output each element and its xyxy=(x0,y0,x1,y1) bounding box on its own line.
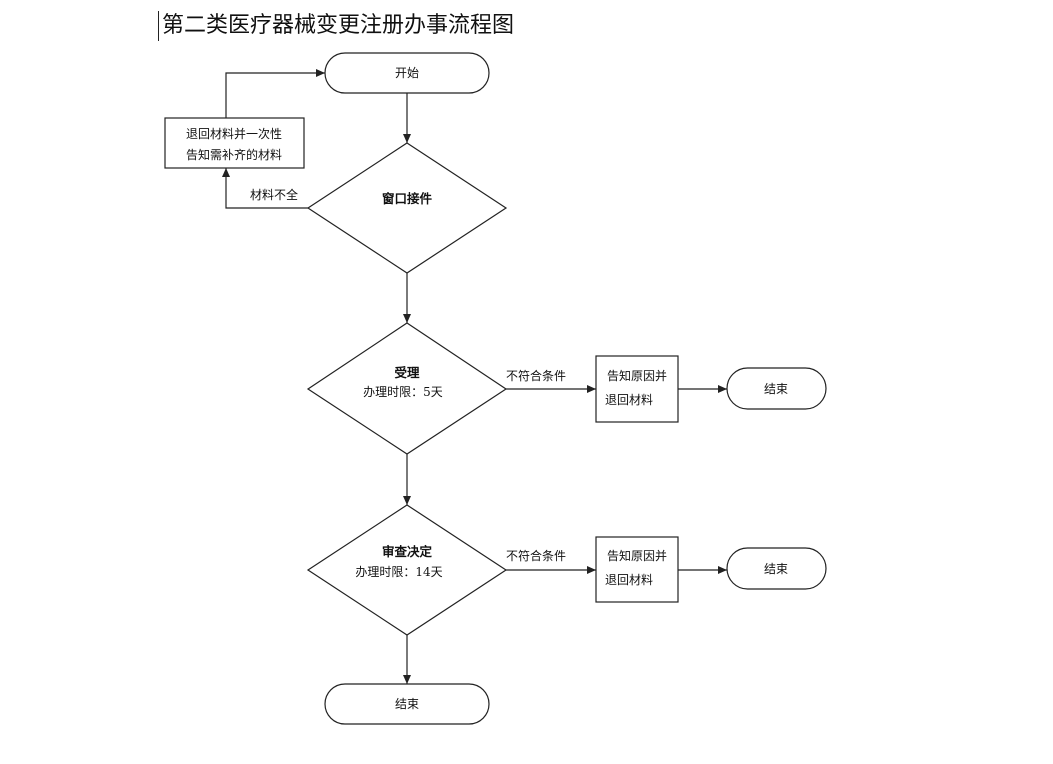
edge-label-incomplete: 材料不全 xyxy=(250,187,298,202)
notify2-line1: 告知原因并 xyxy=(607,549,667,563)
edge-label-not-meet-2: 不符合条件 xyxy=(506,548,566,563)
window-receive-label: 窗口接件 xyxy=(382,191,433,206)
notify2-line2: 退回材料 xyxy=(605,573,653,587)
accept-time-label: 办理时限：5天 xyxy=(363,384,443,399)
end-final-label: 结束 xyxy=(395,697,419,711)
return-box-line2: 告知需补齐的材料 xyxy=(186,147,282,162)
notify-return-box-1 xyxy=(595,355,679,423)
review-label: 审查决定 xyxy=(382,544,433,559)
end2-label: 结束 xyxy=(764,562,788,576)
end-terminal-2 xyxy=(726,547,827,590)
arrow-return-box-to-start xyxy=(225,69,325,118)
end1-label: 结束 xyxy=(764,382,788,396)
edge-label-not-meet-1: 不符合条件 xyxy=(506,368,566,383)
arrow-window-to-return-box xyxy=(222,168,308,209)
notify1-line1: 告知原因并 xyxy=(607,369,667,383)
return-box-line1: 退回材料并一次性 xyxy=(186,127,282,141)
start-label: 开始 xyxy=(395,66,419,80)
accept-label: 受理 xyxy=(394,365,420,380)
notify1-line2: 退回材料 xyxy=(605,393,653,407)
notify-return-box-2 xyxy=(595,536,679,603)
return-materials-box xyxy=(164,117,305,169)
window-receive-decision xyxy=(306,142,508,274)
page-title: 第二类医疗器械变更注册办事流程图 xyxy=(158,11,514,41)
review-time-label: 办理时限：14天 xyxy=(355,564,442,579)
